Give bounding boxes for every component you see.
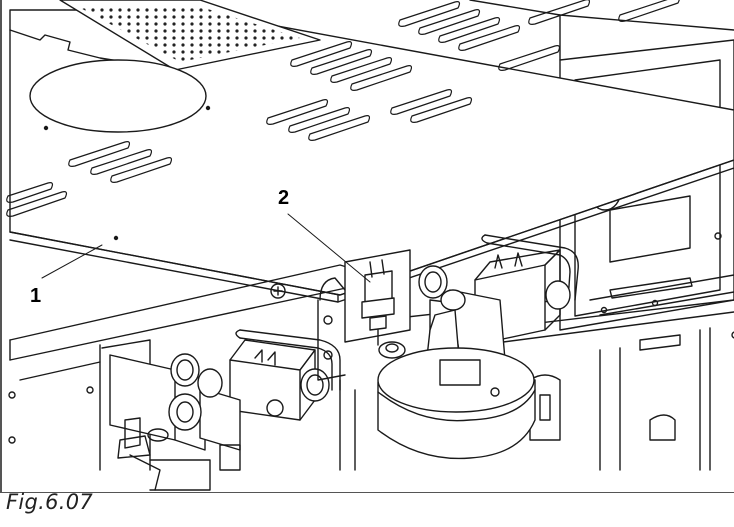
leader-line-2 — [287, 213, 371, 283]
cover-circular-opening — [29, 59, 207, 133]
top-cover — [9, 0, 734, 303]
callout-label-1: 1 — [30, 285, 41, 307]
vent-slots — [6, 0, 680, 217]
rear-panel-window — [609, 195, 691, 263]
pump-base-cylinder — [377, 347, 536, 460]
leader-line-1 — [41, 244, 103, 279]
figure-caption: Fig.6.07 — [6, 490, 94, 514]
frame-bottom-border — [0, 492, 734, 493]
pressure-switch-assembly — [270, 249, 411, 381]
right-solenoid-valve — [418, 234, 579, 376]
left-solenoid-valve — [109, 329, 341, 491]
callout-leaders — [41, 213, 371, 283]
frame-left-border — [0, 0, 2, 492]
callout-label-2: 2 — [278, 187, 289, 209]
